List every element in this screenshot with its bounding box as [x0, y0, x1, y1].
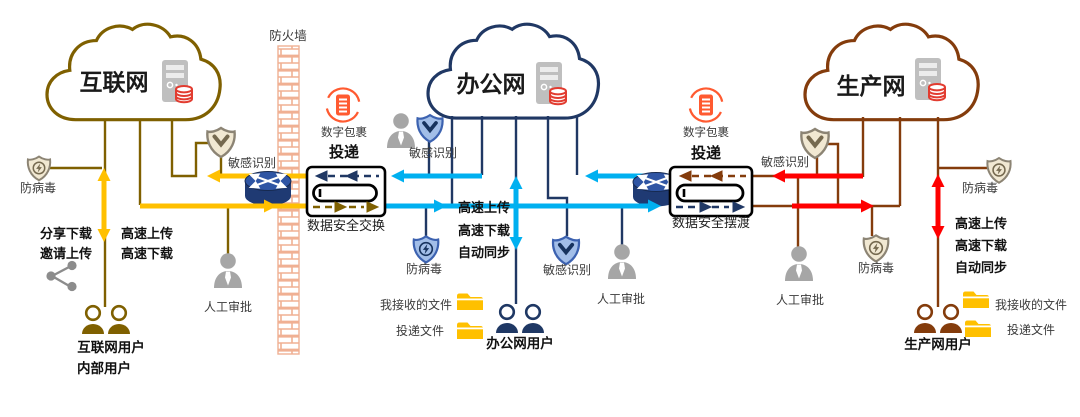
production-delivery-files-label: 投递文件: [1007, 322, 1055, 337]
office-delivery-folder-icon: [457, 322, 483, 339]
sensitive-shield-internet-icon: [206, 126, 236, 159]
production-approval-label: 人工审批: [776, 292, 824, 307]
office-received-folder-icon: [457, 293, 483, 310]
production-users-label: 生产网用户: [904, 336, 972, 353]
internet-users-label-1: 互联网用户: [77, 339, 145, 356]
internet-fast-upload-label: 高速上传: [121, 226, 173, 242]
internet-users-label-2: 内部用户: [77, 360, 131, 377]
office-cloud-label: 办公网: [457, 72, 526, 98]
production-antivirus-mid-label: 防病毒: [858, 260, 894, 275]
office-fast-upload-label: 高速上传: [458, 200, 510, 216]
internet-antivirus-label: 防病毒: [20, 180, 56, 195]
approver-person-office-left-icon: [387, 113, 415, 148]
production-auto-sync-label: 自动同步: [955, 260, 1007, 276]
office-auto-sync-label: 自动同步: [458, 245, 510, 261]
internet-users-icon: [82, 304, 130, 334]
antivirus-shield-production-mid-icon: [862, 234, 890, 263]
production-antivirus-right-label: 防病毒: [962, 180, 998, 195]
internet-fast-download-label: 高速下载: [121, 246, 173, 262]
approval-person-production-icon: [785, 246, 813, 281]
package-label-left: 数字包裹: [321, 125, 367, 139]
share-icon: [46, 260, 77, 292]
router-icon-right: [632, 172, 680, 207]
office-users-icon: [496, 303, 544, 333]
office-approval-label: 人工审批: [597, 291, 645, 306]
office-received-files-label: 我接收的文件: [380, 297, 452, 312]
office-delivery-files-label: 投递文件: [396, 323, 444, 338]
digital-package-icon-left: [325, 87, 361, 123]
office-sensitive-left-label: 敏感识别: [409, 145, 457, 160]
office-fast-download-label: 高速下载: [458, 223, 510, 239]
sensitive-shield-production-icon: [800, 127, 830, 160]
internet-server-icon: [162, 60, 193, 104]
firewall-label: 防火墙: [269, 28, 307, 43]
office-server-icon: [536, 62, 567, 106]
exchange-box-left-label: 数据安全交换: [307, 218, 385, 234]
office-antivirus-label: 防病毒: [406, 261, 442, 276]
internet-approval-label: 人工审批: [204, 299, 252, 314]
data-exchange-box-left: [305, 165, 387, 218]
router-icon-left: [244, 171, 292, 206]
sensitive-shield-office-right-icon: [551, 235, 581, 266]
production-cloud-label: 生产网: [837, 73, 906, 100]
delivery-label-left: 投递: [329, 143, 359, 161]
sensitive-shield-office-left-icon: [416, 114, 444, 143]
internet-cloud-label: 互联网: [80, 70, 149, 96]
antivirus-shield-production-right-icon: [986, 157, 1012, 184]
data-exchange-box-right: [668, 165, 754, 218]
production-users-icon: [914, 303, 962, 333]
production-server-icon: [915, 58, 946, 102]
office-users-label: 办公网用户: [486, 335, 554, 352]
approval-person-office-icon: [608, 244, 636, 279]
share-download-label: 分享下载: [40, 226, 92, 242]
office-sensitive-right-label: 敏感识别: [543, 262, 591, 277]
antivirus-shield-internet-icon: [26, 155, 52, 182]
production-cloud: [803, 22, 980, 122]
production-received-files-label: 我接收的文件: [995, 297, 1067, 312]
production-fast-download-label: 高速下载: [955, 238, 1007, 254]
double-arrows: [97, 168, 945, 250]
antivirus-shield-office-icon: [412, 235, 440, 264]
exchange-box-right-label: 数据安全摆渡: [672, 215, 750, 231]
production-fast-upload-label: 高速上传: [955, 216, 1007, 232]
connector-lines: [48, 116, 987, 307]
production-sensitive-label: 敏感识别: [761, 154, 809, 169]
invite-upload-label: 邀请上传: [40, 246, 92, 262]
digital-package-icon-right: [688, 87, 724, 123]
approval-person-internet-icon: [214, 253, 242, 288]
package-label-right: 数字包裹: [683, 125, 729, 139]
internet-sensitive-label: 敏感识别: [228, 155, 276, 170]
production-delivery-folder-icon: [965, 320, 991, 337]
production-received-folder-icon: [963, 291, 989, 308]
flow-arrows-bottom: [140, 199, 874, 213]
delivery-label-right: 投递: [691, 144, 721, 162]
